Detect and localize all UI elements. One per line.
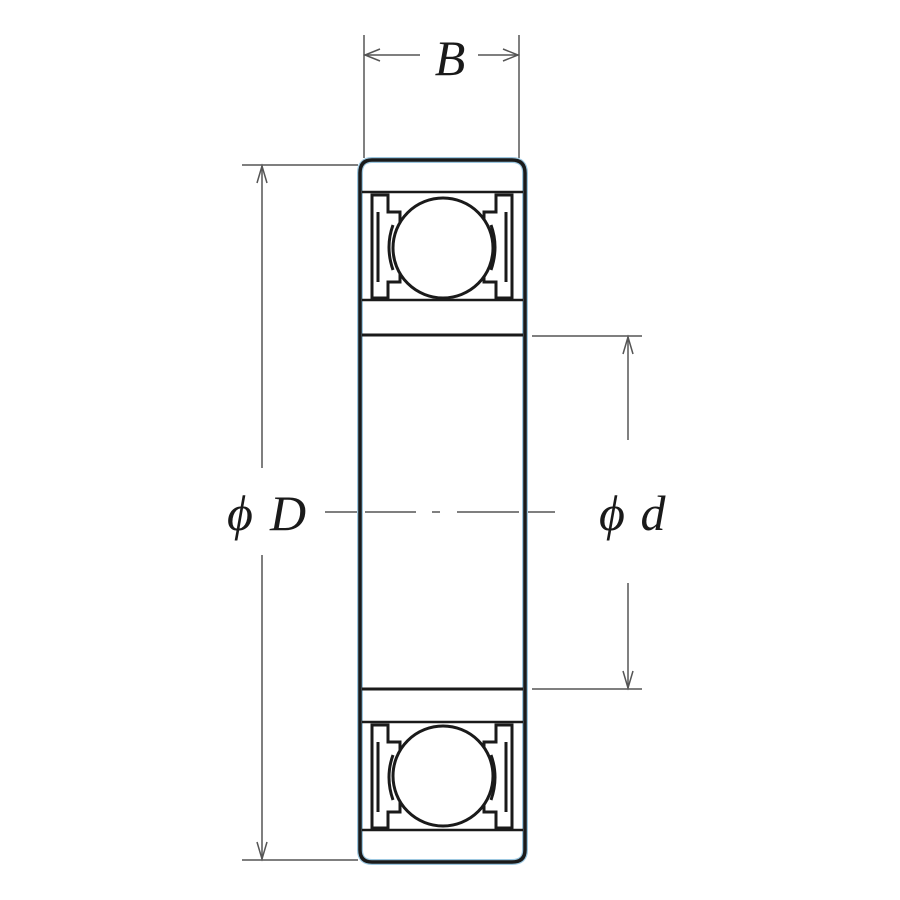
dimension-outer-diameter — [242, 163, 360, 862]
arrow-right-icon — [502, 48, 521, 62]
lower-ball-assembly — [362, 720, 523, 832]
arrow-up-icon — [256, 163, 268, 184]
dimension-inner-diameter — [522, 334, 642, 691]
label-b: B — [435, 30, 466, 86]
label-outer-diameter: D — [269, 485, 306, 541]
arrow-down-icon — [622, 670, 634, 691]
bearing-body — [357, 157, 528, 865]
ball-upper — [391, 196, 495, 300]
dimension-b — [362, 35, 521, 158]
upper-ball-assembly — [362, 190, 523, 302]
phi-symbol-inner: ϕ — [599, 485, 625, 541]
arrow-up-icon — [622, 334, 634, 355]
ball-lower — [391, 724, 495, 828]
arrow-left-icon — [362, 48, 381, 62]
arrow-down-icon — [256, 841, 268, 862]
label-inner-diameter: d — [641, 485, 667, 541]
phi-symbol-outer: ϕ — [227, 485, 253, 541]
